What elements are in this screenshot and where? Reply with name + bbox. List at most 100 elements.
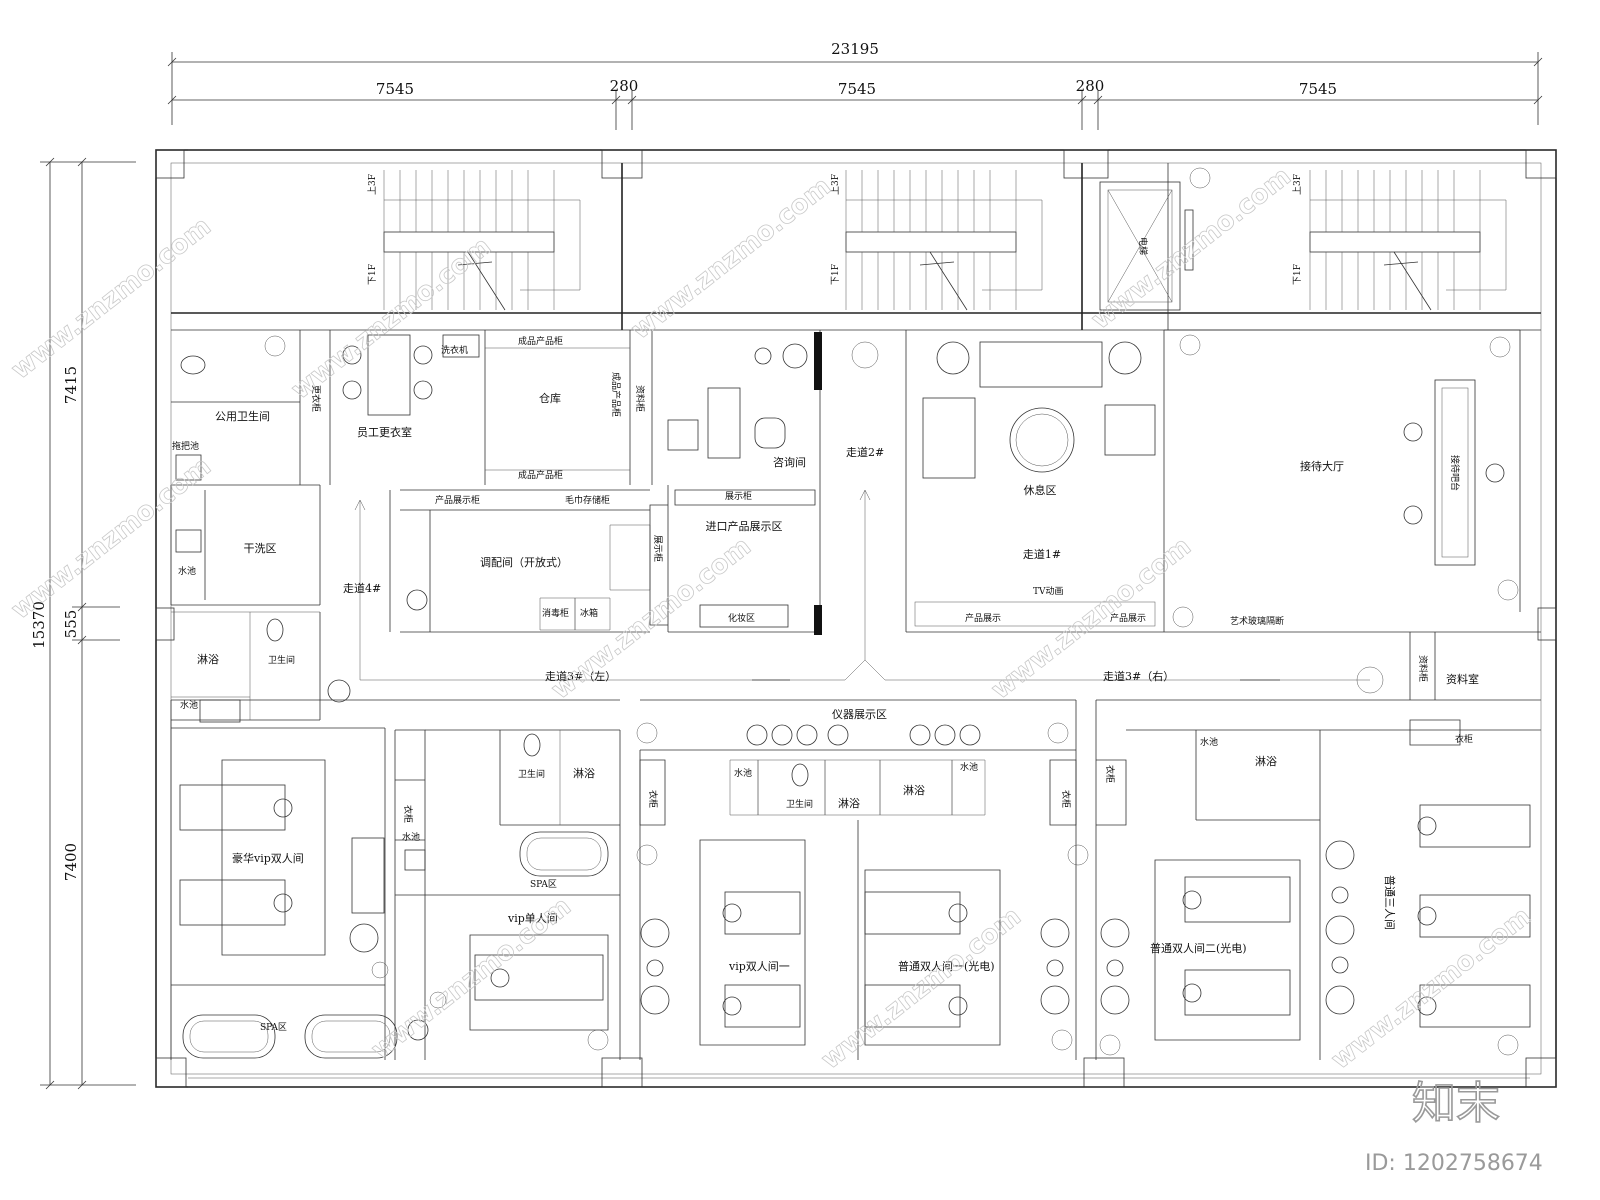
dim-top-seg-3: 7545 [838, 80, 876, 98]
dim-left-seg-3: 7400 [62, 843, 80, 881]
stair-3-up: 上3F [1292, 174, 1303, 195]
label-imported-display: 进口产品展示区 [706, 519, 783, 533]
label-sink-2: 水池 [180, 699, 198, 711]
label-spa-2: SPA区 [260, 1022, 287, 1033]
label-product-display-1: 产品展示 [965, 612, 1001, 624]
label-product-display-2: 产品展示 [1110, 612, 1146, 624]
watermark-1: www.znzmo.com [6, 212, 217, 386]
image-id: ID: 1202758674 [1365, 1151, 1543, 1176]
label-display-cabinet-top: 展示柜 [725, 490, 752, 502]
label-shower-1: 淋浴 [197, 653, 219, 666]
label-display-cabinet-side: 展示柜 [652, 535, 664, 562]
dim-top-total: 23195 [831, 40, 879, 58]
label-vip-double-1: vip双人间一 [728, 960, 790, 973]
dim-top-seg-1: 7545 [376, 80, 414, 98]
watermark-4: www.znzmo.com [1086, 162, 1297, 336]
furniture [175, 167, 1531, 1056]
watermark-6: www.znzmo.com [546, 532, 757, 706]
label-reception-desk: 接待吧台 [1449, 455, 1461, 491]
label-staff-locker: 员工更衣室 [357, 425, 412, 439]
dim-top-seg-2: 280 [610, 77, 639, 95]
label-changing-cabinet: 更衣柜 [310, 385, 322, 412]
label-deluxe-vip: 豪华vip双人间 [232, 851, 304, 865]
label-warehouse: 仓库 [539, 391, 561, 405]
label-wc-1: 卫生间 [268, 654, 295, 666]
label-sink-6: 水池 [1200, 736, 1218, 748]
label-finished-cabinet-bottom: 成品产品柜 [518, 469, 563, 481]
label-mop-sink: 拖把池 [172, 440, 199, 452]
watermarks: www.znzmo.com www.znzmo.com www.znzmo.co… [5, 161, 1537, 1076]
dim-left-total: 15370 [30, 601, 48, 649]
dim-left-seg-2: 555 [62, 610, 80, 639]
label-wardrobe-3: 衣柜 [1060, 790, 1072, 808]
stair-3: 上3F 下1F [1292, 170, 1507, 311]
stair-zone: 上3F 下1F 上3F 下1F 电梯 [171, 163, 1541, 331]
label-disinfect-cabinet-1: 消毒柜 [542, 607, 569, 619]
label-corridor-3-left: 走道3#（左） [545, 669, 616, 683]
label-file-cabinet: 资料柜 [634, 385, 646, 412]
label-finished-cabinet-side: 成品产品柜 [610, 372, 622, 417]
watermark-5: www.znzmo.com [6, 452, 217, 626]
label-instrument-display: 仪器展示区 [832, 708, 887, 721]
label-towel-cabinet: 毛巾存储柜 [565, 494, 610, 506]
label-shower-3: 淋浴 [838, 797, 860, 810]
label-dry-wash: 干洗区 [244, 542, 277, 555]
stair-1-up: 上3F [367, 174, 378, 195]
stair-1-down: 下1F [368, 264, 378, 285]
watermark-3: www.znzmo.com [626, 172, 837, 346]
label-consult: 咨询间 [773, 455, 806, 469]
label-sink-1: 水池 [178, 565, 196, 577]
label-corridor-4: 走道4# [343, 581, 381, 595]
lower-walls [170, 611, 1541, 1060]
label-shower-4: 淋浴 [903, 784, 925, 797]
outer-walls [155, 149, 1557, 1088]
label-reception-hall: 接待大厅 [1300, 459, 1344, 473]
elevator-label: 电梯 [1137, 237, 1149, 255]
label-sink-3: 水池 [402, 831, 420, 843]
label-shower-5: 淋浴 [1255, 755, 1277, 768]
label-tv: TV动画 [1033, 586, 1064, 597]
label-wardrobe-5: 衣柜 [1455, 733, 1473, 745]
stair-2-down: 下1F [831, 264, 841, 285]
stair-1: 上3F 下1F [367, 170, 581, 311]
label-wc-2: 卫生间 [518, 768, 545, 780]
label-washer: 洗衣机 [441, 344, 468, 356]
middle-walls [170, 329, 1541, 701]
label-art-glass: 艺术玻璃隔断 [1230, 615, 1284, 627]
label-data-room: 资料室 [1446, 672, 1479, 686]
label-spa-1: SPA区 [530, 879, 557, 890]
label-lounge: 休息区 [1024, 483, 1057, 497]
label-sink-5: 水池 [960, 761, 978, 773]
label-mixing-room: 调配间（开放式） [480, 555, 568, 569]
label-product-display-cabinet: 产品展示柜 [435, 494, 480, 506]
brand-logo: 知末 [1412, 1078, 1500, 1129]
room-labels: 公用卫生间 拖把池 员工更衣室 洗衣机 更衣柜 仓库 成品产品柜 成品产品柜 成… [172, 335, 1479, 1033]
label-wardrobe-2: 衣柜 [647, 790, 659, 808]
label-corridor-1: 走道1# [1023, 547, 1061, 561]
label-wardrobe-1: 衣柜 [402, 805, 414, 823]
stair-2: 上3F 下1F [830, 170, 1043, 311]
label-shower-2: 淋浴 [573, 767, 595, 780]
label-makeup: 化妆区 [728, 612, 755, 624]
label-public-wc: 公用卫生间 [215, 409, 270, 423]
watermark-2: www.znzmo.com [286, 232, 497, 406]
dim-top-seg-5: 7545 [1299, 80, 1337, 98]
watermark-8: www.znzmo.com [366, 892, 577, 1066]
label-normal-triple: 普通三人间 [1383, 875, 1397, 930]
label-wc-3: 卫生间 [786, 798, 813, 810]
label-corridor-2: 走道2# [846, 445, 884, 459]
label-data-cabinet: 资料柜 [1417, 655, 1429, 682]
watermark-10: www.znzmo.com [1326, 902, 1537, 1076]
label-sink-4: 水池 [734, 767, 752, 779]
stair-2-up: 上3F [830, 174, 841, 195]
label-finished-cabinet-top: 成品产品柜 [518, 335, 563, 347]
label-vip-single: vip单人间 [507, 912, 558, 925]
label-wardrobe-4: 衣柜 [1104, 765, 1116, 783]
label-normal-double-2: 普通双人间二(光电) [1150, 941, 1247, 955]
elevator: 电梯 [1099, 181, 1194, 311]
label-corridor-3-right: 走道3#（右） [1103, 669, 1174, 683]
watermark-9: www.znzmo.com [816, 902, 1027, 1076]
stair-3-down: 下1F [1293, 264, 1303, 285]
label-normal-double-1: 普通双人间一(光电) [898, 959, 995, 973]
